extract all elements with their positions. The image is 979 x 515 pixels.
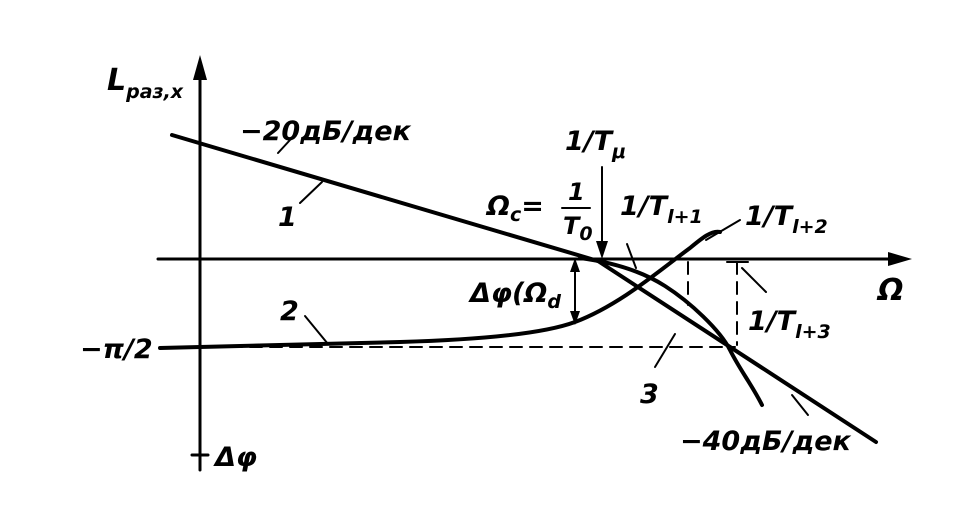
guides [209,261,749,348]
slope-minus40-label: −40дБ/дек [680,426,852,457]
leader-t-l2 [705,219,741,241]
t-mu-arrow-down-icon [596,241,608,259]
leader-t-l3 [741,267,767,293]
curve-2-label: 2 [280,296,299,327]
leader-curve-3 [654,333,676,368]
delta-phi-omega-arrow [570,258,580,325]
minus-pi-2-label: −π/2 [80,334,153,365]
omega-c-label: Ωc= 1 T0 [485,178,593,245]
delta-phi-label: Δφ [213,442,257,473]
curve-minus-40-line [596,259,878,444]
leader-minus40 [791,394,809,416]
t-l2-label: 1/Tl+2 [745,201,828,238]
slope-minus20-label: −20дБ/дек [240,116,412,147]
t-l1-label: 1/Tl+1 [620,191,703,228]
vertical-axis-arrow-icon [193,55,207,80]
svg-text:Ωc=: Ωc= [485,191,544,226]
curve-2-line [158,229,722,350]
t-l3-label: 1/Tl+3 [748,306,831,343]
curve-1-line [170,133,600,263]
curve-1-label: 1 [278,202,297,233]
horizontal-axis-arrow-icon [888,252,912,266]
leader-curve-2 [304,315,329,345]
curve-3-line [578,256,764,407]
curve-3-label: 3 [640,379,659,410]
leader-t-l1 [626,243,637,269]
leader-minus20 [277,139,291,154]
leader-curve-1 [299,181,323,204]
leaders [277,139,809,416]
delta-phi-omega-arrow-down-icon [570,311,580,325]
t-mu-label: 1/Tμ [565,126,626,163]
t-mu-arrow [596,166,608,259]
delta-phi-omega-label: Δφ(Ωd [468,278,561,313]
x-axis-label: Ω [876,273,904,308]
y-axis-label: Lраз,x [107,63,184,103]
delta-phi-omega-arrow-up-icon [570,258,580,272]
svg-text:T0: T0 [563,212,593,245]
svg-text:1: 1 [568,178,585,206]
axes [156,55,912,472]
